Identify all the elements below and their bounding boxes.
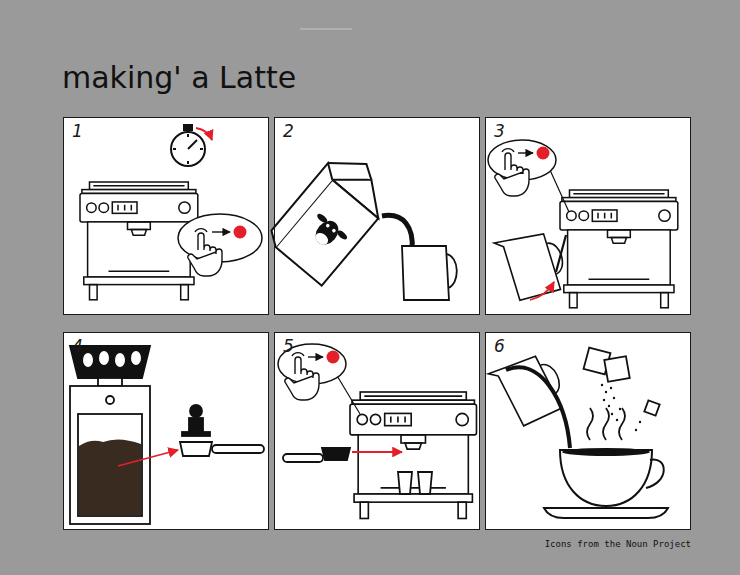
credit-note: Icons from the Noun Project bbox=[545, 538, 691, 550]
step-number: 2 bbox=[283, 121, 294, 141]
step-number: 3 bbox=[494, 121, 505, 141]
step-panel: 1 bbox=[63, 117, 269, 315]
step-number: 1 bbox=[72, 121, 83, 141]
step-panel: 2 bbox=[274, 117, 480, 315]
step-panel: 6 bbox=[485, 332, 691, 530]
step-number: 4 bbox=[72, 336, 83, 356]
step-panel: 5 bbox=[274, 332, 480, 530]
step-panel: 3 bbox=[485, 117, 691, 315]
step-panel: 4 bbox=[63, 332, 269, 530]
title: making' a Latte bbox=[62, 60, 296, 96]
step-number: 5 bbox=[283, 336, 294, 356]
step-number: 6 bbox=[494, 336, 505, 356]
